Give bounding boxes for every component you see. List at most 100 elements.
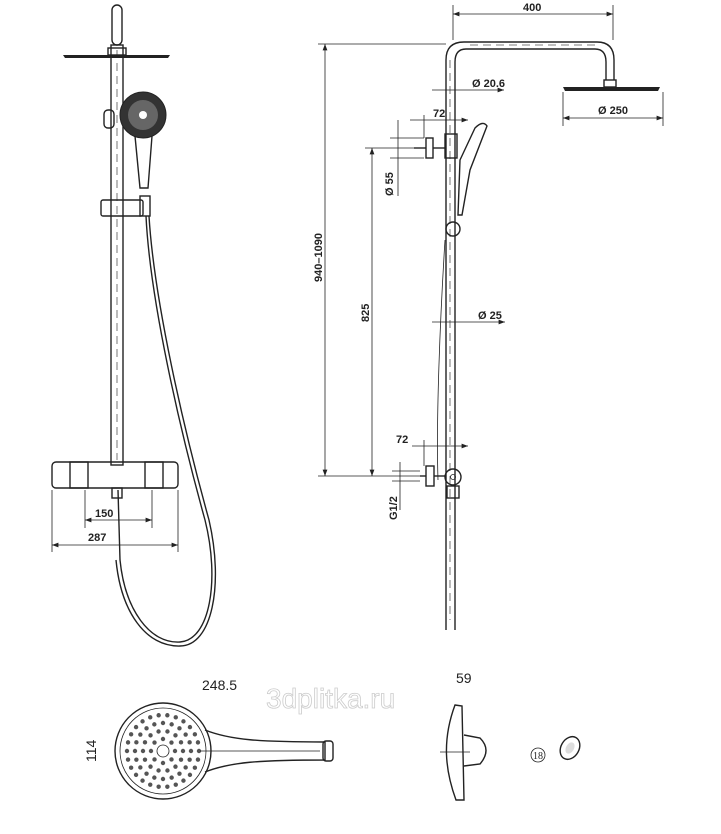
- nozzle: [173, 733, 178, 738]
- dim-arm-length: 400: [523, 2, 541, 14]
- shower-hose: [117, 215, 213, 643]
- hose-nut-part: [559, 735, 581, 761]
- nozzle: [195, 757, 201, 762]
- nozzle: [148, 748, 154, 754]
- nozzle: [128, 765, 134, 770]
- nozzle: [148, 764, 153, 769]
- nozzle: [140, 719, 145, 724]
- nozzle: [148, 733, 153, 738]
- nozzle: [169, 775, 174, 780]
- nozzle: [178, 757, 184, 762]
- nozzle: [156, 784, 161, 789]
- dim-inlet-thread: G1/2: [388, 496, 400, 520]
- nozzle: [195, 740, 201, 745]
- nozzle: [134, 740, 139, 745]
- nozzle: [156, 729, 161, 734]
- slider-bracket: [100, 199, 144, 217]
- nozzle: [140, 778, 145, 783]
- shower-rod: [110, 44, 124, 466]
- nozzle: [160, 776, 166, 782]
- nozzle: [160, 736, 166, 742]
- nozzle: [138, 765, 143, 770]
- nozzle: [124, 748, 130, 754]
- overhead-shower-plate: [63, 55, 170, 58]
- nozzle: [144, 771, 149, 776]
- nozzle: [177, 771, 182, 776]
- hand-shower-profile: [445, 704, 465, 801]
- nozzle: [142, 757, 148, 762]
- nozzle: [160, 720, 166, 726]
- nozzle: [134, 757, 139, 762]
- part-number: 18: [533, 751, 543, 762]
- nozzle: [125, 757, 131, 762]
- nozzle: [165, 713, 170, 718]
- nozzle: [192, 765, 198, 770]
- nozzle: [152, 722, 157, 727]
- dim-hand-depth: 59: [456, 670, 472, 686]
- nozzle: [152, 775, 157, 780]
- nozzle: [187, 772, 193, 778]
- dim-bottom-offset: 72: [396, 434, 408, 446]
- nozzle: [128, 732, 134, 737]
- dim-hand-width: 114: [83, 739, 99, 762]
- nozzle: [183, 765, 188, 770]
- nozzle: [165, 768, 170, 773]
- nozzle: [188, 748, 194, 754]
- dim-rod-diameter: Ø 25: [478, 310, 502, 322]
- nozzle: [169, 757, 174, 762]
- hand-shower-front: [103, 91, 167, 189]
- nozzle: [160, 760, 166, 766]
- nozzle: [178, 740, 184, 745]
- hand-shower-face: [114, 702, 212, 800]
- nozzle: [181, 778, 186, 783]
- overhead-shower-head: [563, 87, 660, 91]
- dim-total-height: 940–1090: [313, 233, 325, 282]
- hand-shower-detail: 248.5 114 3dplitka.ru 59 18: [83, 670, 581, 801]
- nozzle: [183, 732, 188, 737]
- hand-shower-side: [457, 122, 488, 216]
- dim-top-bracket-offset: 72: [433, 108, 445, 120]
- nozzle: [148, 715, 153, 720]
- dim-hand-length: 248.5: [202, 677, 237, 693]
- nozzle: [165, 729, 170, 734]
- nozzle: [156, 768, 161, 773]
- nozzle: [138, 732, 143, 737]
- nozzle: [132, 748, 138, 754]
- nozzle: [173, 715, 178, 720]
- dim-outer-width: 287: [88, 532, 106, 544]
- thermostat-mixer: [51, 461, 179, 489]
- shower-arm: [445, 41, 615, 630]
- nozzle: [181, 719, 186, 724]
- nozzle: [140, 748, 146, 754]
- nozzle: [133, 724, 139, 730]
- nozzle: [177, 726, 182, 731]
- nozzle: [144, 726, 149, 731]
- dim-bracket-diameter: Ø 55: [384, 172, 396, 196]
- side-view: 400 Ø 20.6 Ø 250 72 Ø 55 940–1090 825 Ø …: [313, 2, 664, 630]
- nozzle: [152, 757, 157, 762]
- nozzle: [172, 748, 178, 754]
- dim-arm-pipe-diameter: Ø 20.6: [472, 78, 505, 90]
- dim-bracket-spacing: 825: [360, 304, 372, 322]
- nozzle: [173, 764, 178, 769]
- nozzle: [187, 724, 193, 730]
- nozzle: [169, 740, 174, 745]
- nozzle: [148, 782, 153, 787]
- part-callout: [530, 747, 546, 763]
- nozzle: [169, 722, 174, 727]
- nozzle: [142, 740, 148, 745]
- dim-head-diameter: Ø 250: [598, 105, 628, 117]
- rod-top-cap: [111, 4, 123, 46]
- front-view: 150 287: [51, 4, 217, 647]
- nozzle: [187, 757, 192, 762]
- nozzle: [173, 782, 178, 787]
- watermark: 3dplitka.ru: [266, 683, 395, 714]
- nozzle: [187, 740, 192, 745]
- nozzle: [156, 713, 161, 718]
- dim-inner-width: 150: [95, 508, 113, 520]
- nozzle: [125, 740, 131, 745]
- nozzle: [196, 748, 202, 754]
- nozzle: [133, 772, 139, 778]
